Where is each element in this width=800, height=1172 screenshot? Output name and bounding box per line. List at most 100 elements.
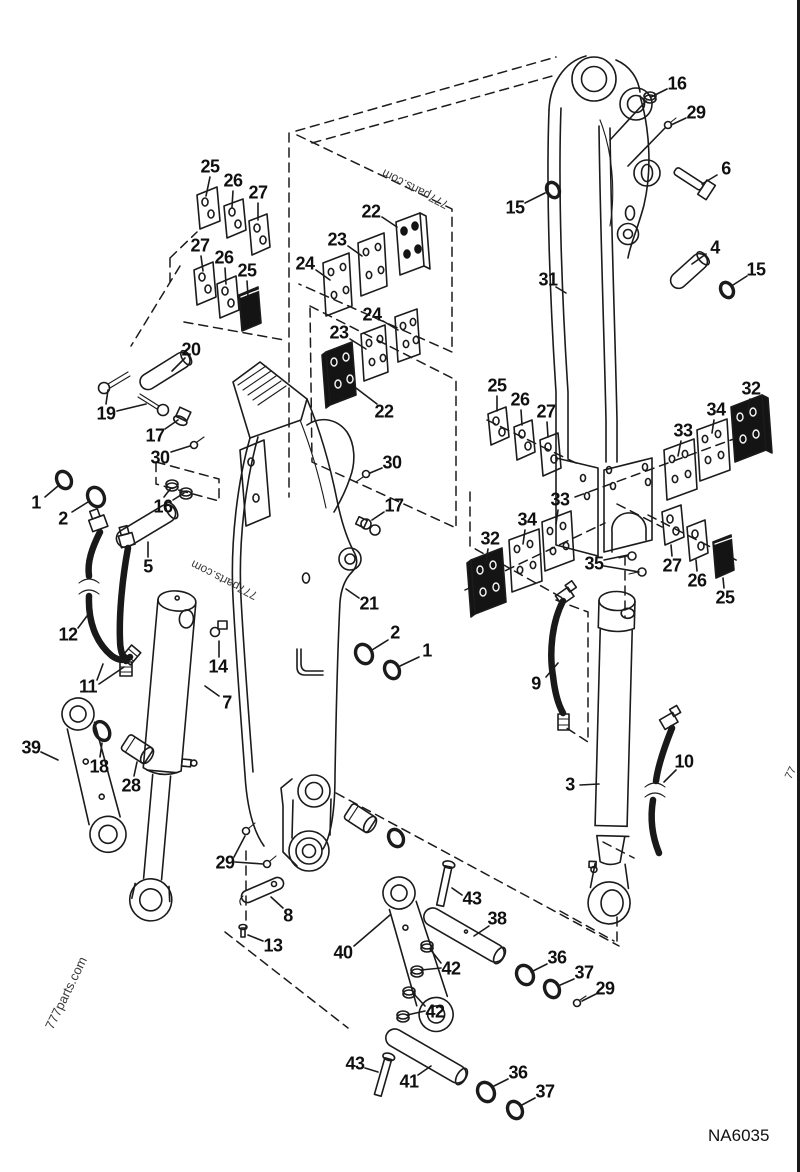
plates-33-34-32-boom-left [466,510,575,618]
leader-line [473,925,490,937]
screw-29-bottom [572,995,587,1008]
leader-line [369,467,383,474]
leader-line [546,421,549,438]
alignment-dashed-lines [130,56,773,1029]
arm-weldment-21 [231,361,362,872]
part-callout-28: 28 [121,775,141,796]
leader-line [71,501,89,513]
leader-line [234,861,264,865]
leader-line [491,1078,509,1088]
part-callout-32: 32 [741,378,761,399]
page-edge-line [797,0,800,1172]
part-callout-13: 13 [263,935,283,956]
leader-line [224,267,227,285]
part-callout-22: 22 [361,201,381,222]
leader-line [417,1065,432,1076]
part-callout-25: 25 [200,156,220,177]
leader-line [98,666,125,685]
part-callout-30: 30 [382,452,402,473]
part-callout-1: 1 [31,492,41,513]
leader-line [557,978,575,987]
plates-27-26-25-boom-right [661,504,735,579]
leader-line [133,761,138,777]
link-40 [382,876,454,1033]
leader-line [670,117,687,126]
leader-line [364,1067,379,1073]
leader-line [399,656,420,667]
part-callout-22: 22 [374,401,394,422]
leader-line [732,275,748,286]
leader-line [99,742,103,758]
part-callout-29: 29 [215,852,235,873]
leader-line [485,548,489,563]
screw-30-left [189,436,205,450]
leader-line [412,992,426,1007]
leader-line [691,253,707,265]
leader-line [371,511,385,521]
leader-line [105,389,109,405]
leader-line [722,577,725,589]
part-callout-35: 35 [584,553,604,574]
part-callout-34: 34 [517,509,537,530]
pin-4 [669,250,711,290]
part-callout-6: 6 [721,158,731,179]
hose-10 [648,724,676,857]
hose-11 [116,544,132,665]
leader-line [315,269,331,281]
part-callout-43: 43 [462,888,482,909]
leader-line [695,559,698,572]
bushing-28-left [120,734,155,765]
grease-fitting-14 [209,620,228,638]
leader-line [247,934,264,942]
leader-line [701,174,718,185]
part-callout-19: 19 [96,403,116,424]
boom-cylinder-3 [587,590,636,925]
leader-line [579,783,600,786]
bolt-17-right [354,515,381,536]
part-callout-23: 23 [329,322,349,343]
pin-38 [423,907,507,965]
leader-line [44,485,59,498]
part-callout-17: 17 [384,495,404,516]
leader-line [627,127,666,167]
part-callout-2: 2 [390,622,400,643]
leader-line [555,286,567,294]
part-callout-41: 41 [399,1071,419,1092]
part-callout-8: 8 [283,905,293,926]
hose-10-fittings [644,704,682,798]
part-callout-27: 27 [190,235,210,256]
leader-line [524,192,546,204]
part-callout-25: 25 [487,375,507,396]
leader-line [205,176,211,197]
leader-line [555,509,559,525]
leader-line [270,896,284,909]
cotter-pins-19 [97,371,170,417]
leader-line [200,255,204,272]
screws-29-left [241,822,277,869]
part-callout-23: 23 [327,229,347,250]
part-callout-30: 30 [150,447,170,468]
part-callout-29: 29 [686,102,706,123]
plates-24-23-22-lower [321,308,421,409]
part-callout-38: 38 [487,908,507,929]
plate-8 [239,876,285,906]
plates-25-26-27-boom-left [487,406,562,477]
bolt-43-upper [435,860,456,908]
leader-line [96,663,104,681]
part-callout-24: 24 [295,253,315,274]
part-callout-27: 27 [662,555,682,576]
part-callout-29: 29 [595,978,615,999]
part-callout-40: 40 [333,942,353,963]
leader-line [349,338,367,350]
bolt-43-lower [373,1052,396,1098]
screw-30-right [355,469,371,483]
leader-line [520,409,523,426]
pin-5 [115,501,179,549]
part-callout-26: 26 [687,570,707,591]
leader-line [677,440,682,457]
part-callout-2: 2 [58,508,68,529]
leader-line [345,588,360,599]
part-callout-15: 15 [505,197,525,218]
part-callout-39: 39 [21,737,41,758]
